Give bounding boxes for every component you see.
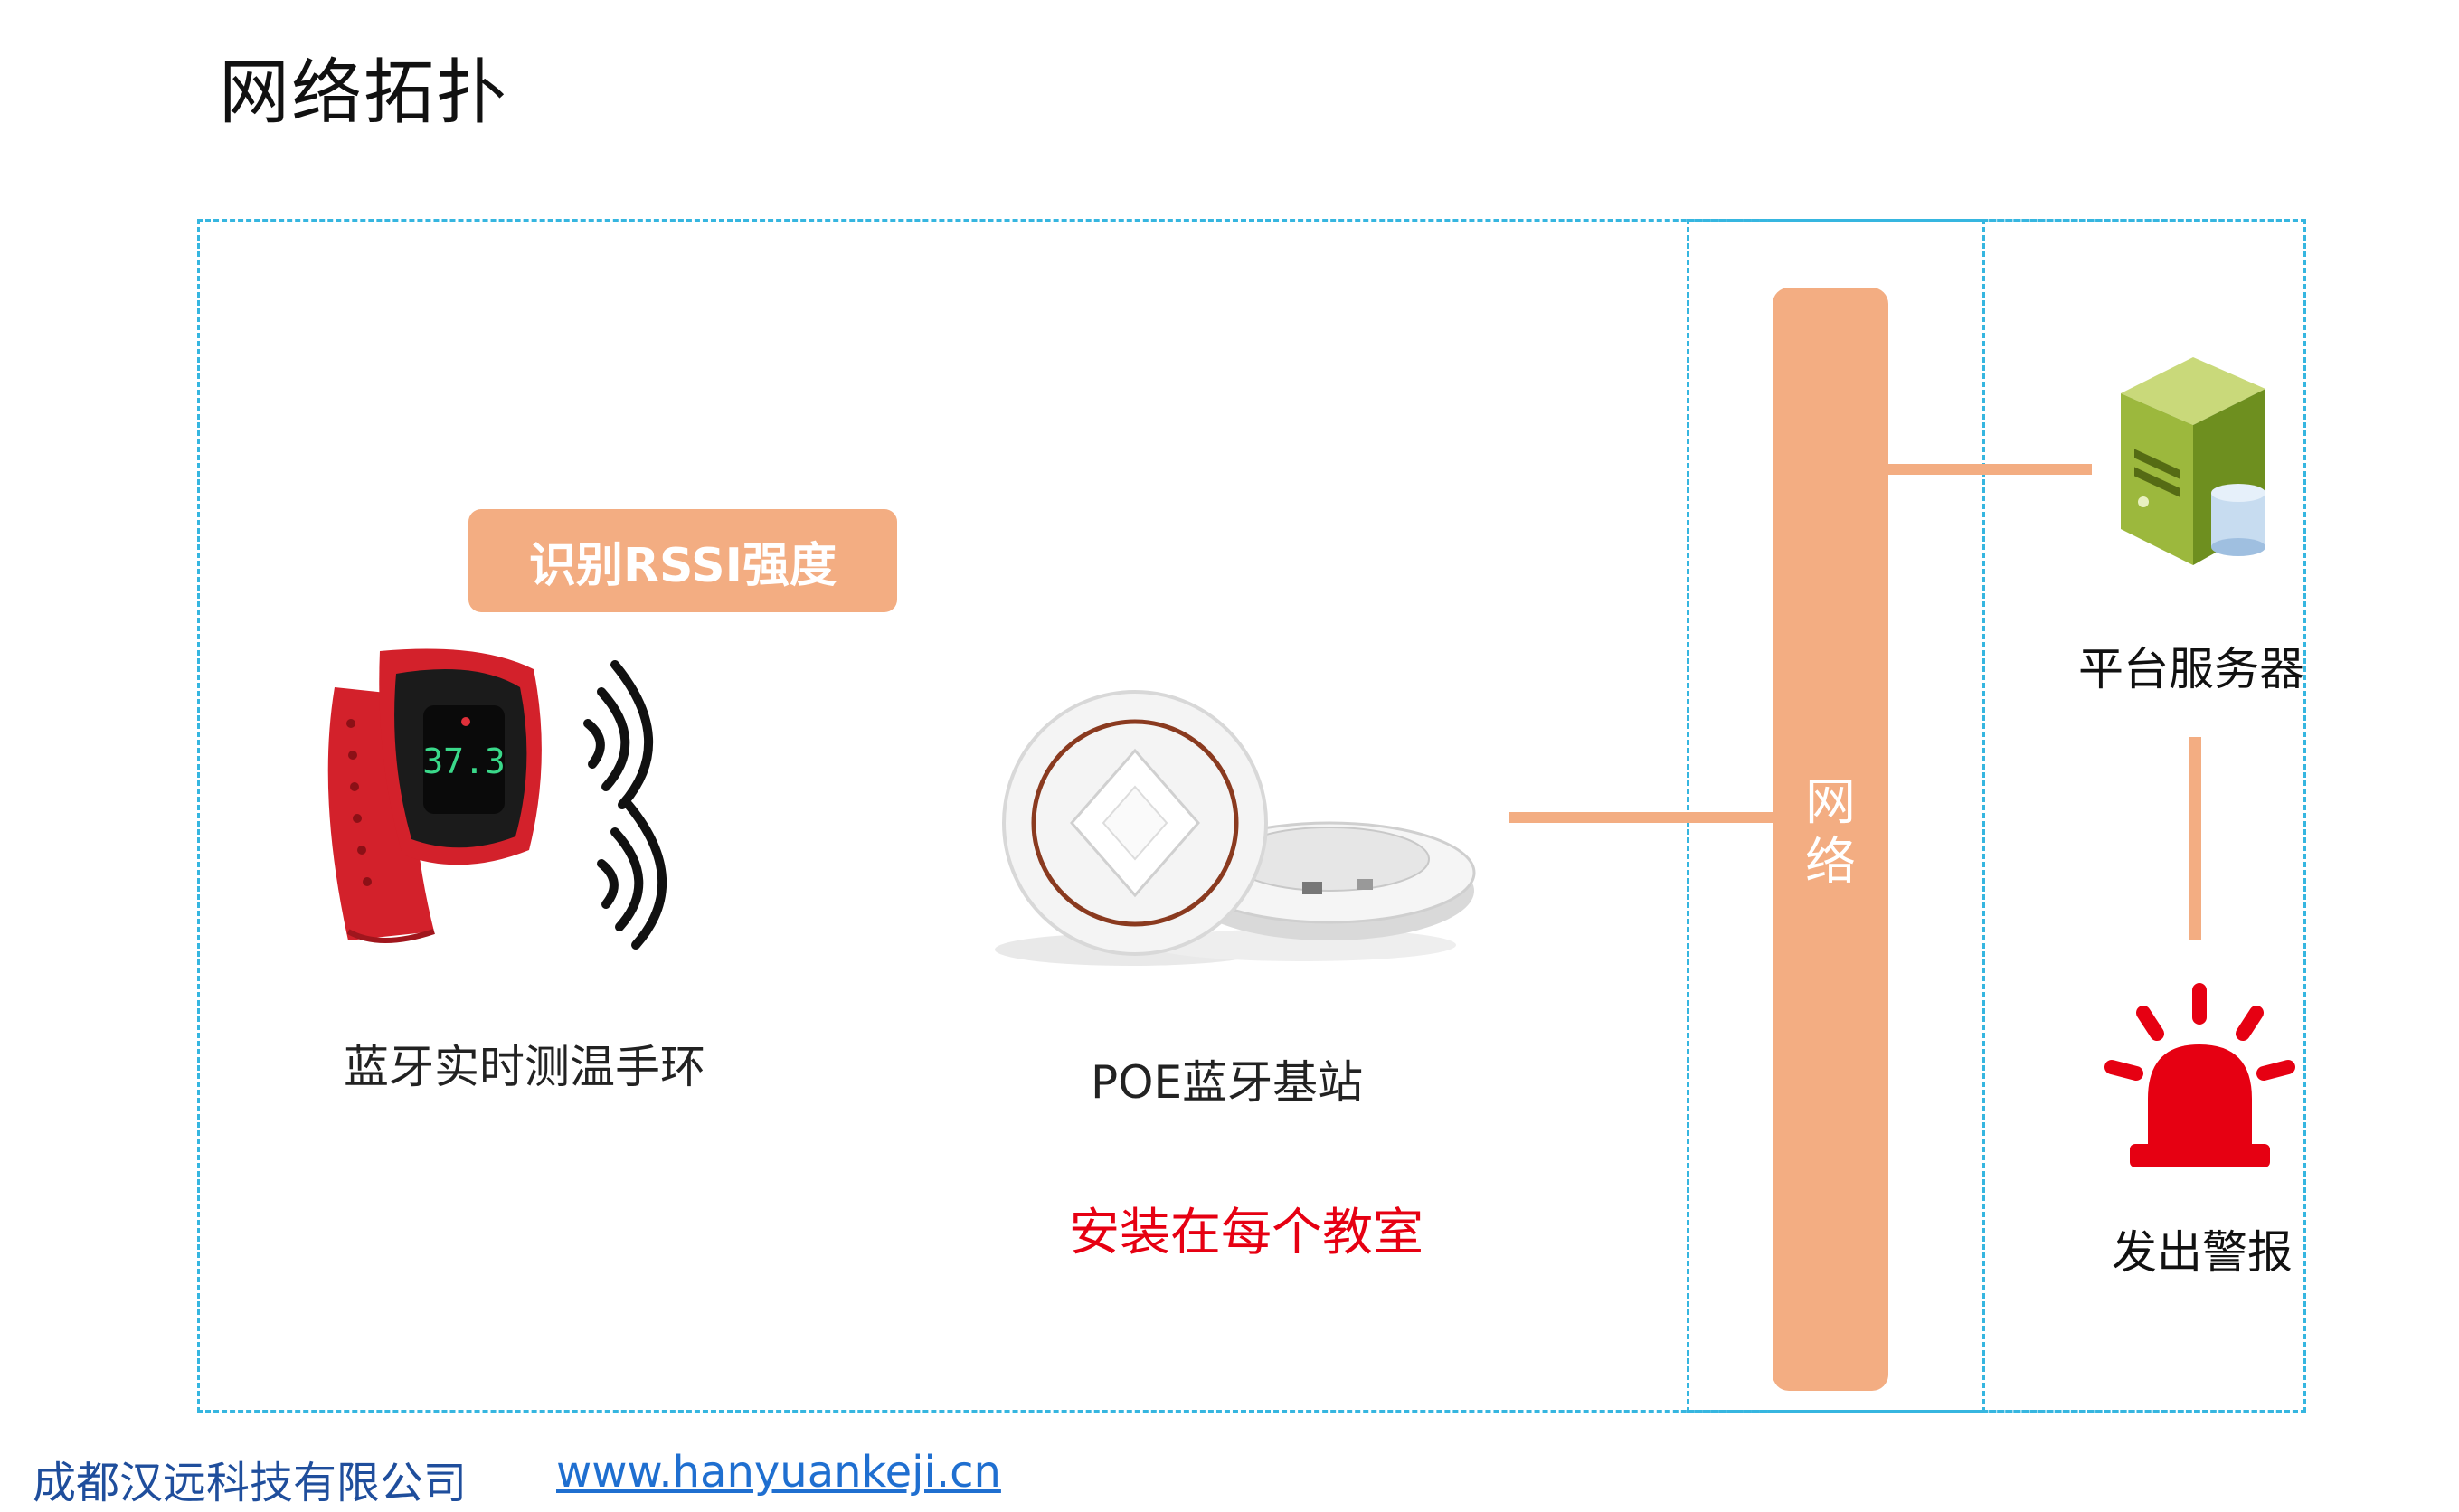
network-bar: [1773, 288, 1888, 1391]
server-label: 平台服务器: [2078, 643, 2304, 695]
server-zone-frame: [1981, 219, 2306, 1413]
signal-waves-icon: [583, 660, 667, 950]
company-name: 成都汉远科技有限公司: [33, 1458, 468, 1508]
wristband-label: 蓝牙实时测温手环: [344, 1041, 705, 1093]
website-link[interactable]: www.hanyuankeji.cn: [556, 1447, 1001, 1498]
network-server-link: [1888, 464, 2092, 475]
alarm-label: 发出警报: [2112, 1226, 2293, 1279]
alarm-icon: [2104, 983, 2295, 1167]
page-title: 网络拓扑: [219, 52, 509, 134]
base-station-icon: [995, 690, 1476, 966]
station-network-link: [1509, 812, 1775, 823]
base-station-label: POE蓝牙基站: [1091, 1056, 1364, 1109]
server-icon: [2121, 357, 2265, 565]
rssi-badge: 识别RSSI强度: [468, 509, 897, 612]
server-alarm-link: [2189, 737, 2201, 940]
install-note: 安装在每个教室: [1069, 1204, 1423, 1262]
wristband-icon: 37.3: [327, 648, 542, 943]
wristband-display: 37.3: [422, 742, 506, 781]
network-label: 网 络: [1805, 773, 1856, 892]
